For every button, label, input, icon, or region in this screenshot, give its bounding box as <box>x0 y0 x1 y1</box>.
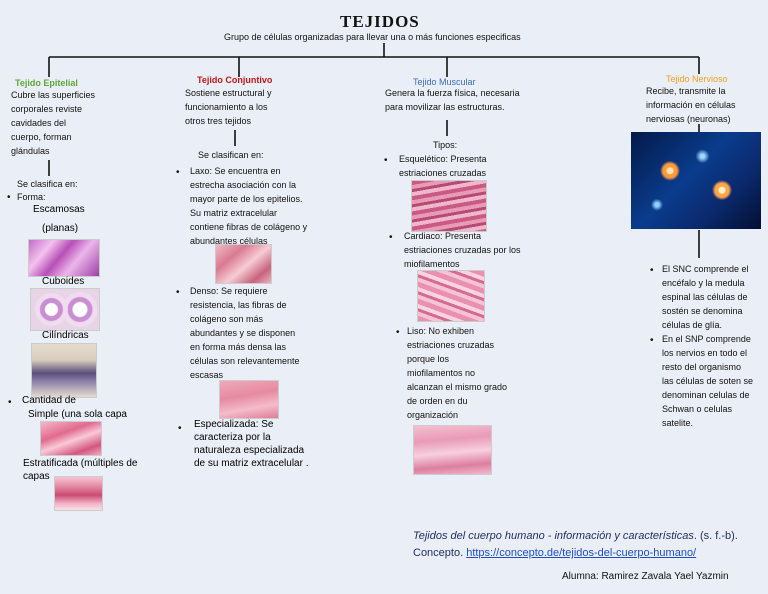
escamosas-tissue-image <box>28 239 100 277</box>
bullet-icon: • <box>176 287 180 298</box>
snc-text: El SNC comprende el encéfalo y la medula… <box>662 264 749 330</box>
liso-text: Liso: No exhiben estriaciones cruzadas p… <box>407 326 508 420</box>
laxo-text: Laxo: Se encuentra en estrecha asociació… <box>190 166 308 246</box>
denso-text: Denso: Se requiere resistencia, las fibr… <box>190 286 300 380</box>
estratificada-label-2: capas <box>23 471 50 482</box>
conjuntivo-heading: Tejido Conjuntivo <box>197 75 273 85</box>
forma-label: Forma: <box>17 192 46 202</box>
escamosas-label: Escamosas <box>33 204 85 215</box>
bullet-icon: • <box>650 265 654 276</box>
reference-date: . (s. f.-b). <box>693 530 738 542</box>
bullet-icon: • <box>384 155 388 166</box>
cilindricas-tissue-image <box>31 343 97 398</box>
bullet-icon: • <box>8 397 12 408</box>
estratificada-tissue-image <box>54 476 103 511</box>
simple-label: Simple (una sola capa <box>28 409 127 420</box>
reference-citation: Tejidos del cuerpo humano - información … <box>413 530 738 542</box>
bullet-icon: • <box>389 232 393 243</box>
epitelial-heading: Tejido Epitelial <box>15 78 78 88</box>
esqueletico-tissue-image <box>411 180 487 232</box>
reference-source: Concepto. https://concepto.de/tejidos-de… <box>413 547 696 559</box>
bullet-icon: • <box>178 423 182 434</box>
cuboides-tissue-image <box>30 288 100 331</box>
especializada-text: Especializada: Se caracteriza por la nat… <box>194 419 309 469</box>
nervioso-description: Recibe, transmite la información en célu… <box>646 86 736 124</box>
bullet-icon: • <box>176 167 180 178</box>
muscular-description: Genera la fuerza física, necesaria para … <box>385 88 520 112</box>
laxo-tissue-image <box>215 244 272 284</box>
denso-tissue-image <box>219 380 279 419</box>
bullet-icon: • <box>7 192 11 203</box>
epitelial-classify-label: Se clasifica en: <box>17 179 78 189</box>
muscular-heading: Tejido Muscular <box>413 77 476 87</box>
cuboides-label: Cuboides <box>42 276 85 287</box>
snp-text: En el SNP comprende los nervios en todo … <box>662 334 754 428</box>
conjuntivo-description: Sostiene estructural y funcionamiento a … <box>185 88 272 126</box>
cilindricas-label: Cilíndricas <box>42 330 89 341</box>
reference-title: Tejidos del cuerpo humano - información … <box>413 530 694 542</box>
conjuntivo-classify-label: Se clasifican en: <box>198 150 264 160</box>
cantidad-label: Cantidad de <box>22 395 76 406</box>
tipos-label: Tipos: <box>433 140 458 150</box>
page-title: TEJIDOS <box>340 12 420 31</box>
nervioso-heading: Tejido Nervioso <box>666 74 728 84</box>
reference-publisher: Concepto. <box>413 547 467 559</box>
reference-link[interactable]: https://concepto.de/tejidos-del-cuerpo-h… <box>466 547 697 559</box>
esqueletico-text: Esquelético: Presenta estriaciones cruza… <box>399 154 487 178</box>
author-name: Alumna: Ramirez Zavala Yael Yazmin <box>562 571 729 582</box>
bullet-icon: • <box>650 335 654 346</box>
liso-tissue-image <box>413 425 492 475</box>
cardiaco-text: Cardiaco: Presenta estriaciones cruzadas… <box>404 231 521 269</box>
simple-tissue-image <box>40 421 102 456</box>
bullet-icon: • <box>396 327 400 338</box>
estratificada-label-1: Estratificada (múltiples de <box>23 458 138 469</box>
neurons-image <box>631 132 761 229</box>
cardiaco-tissue-image <box>417 270 485 322</box>
page-subtitle: Grupo de células organizadas para llevar… <box>224 32 521 42</box>
planas-label: (planas) <box>42 223 79 234</box>
epitelial-description: Cubre las superficies corporales reviste… <box>11 90 96 156</box>
